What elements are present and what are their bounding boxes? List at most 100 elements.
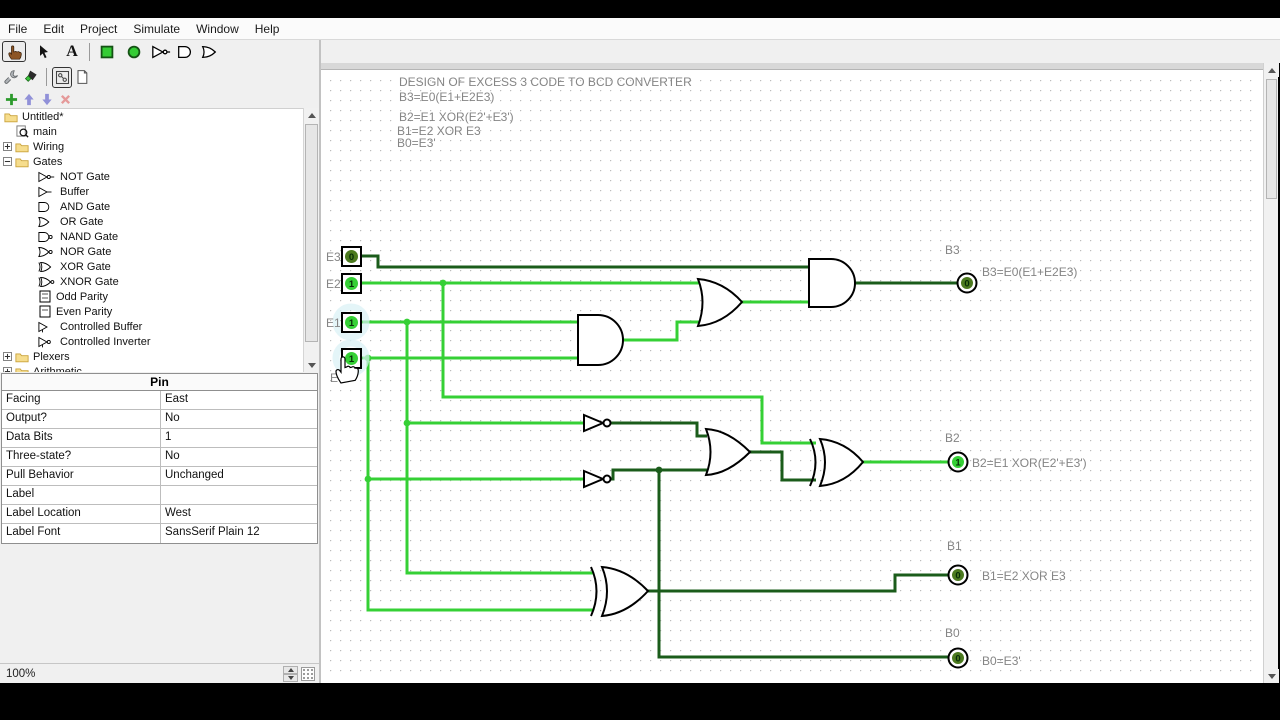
tree-item-arithmetic[interactable]: Arithmetic	[0, 364, 303, 372]
output-pin-b0[interactable]: 0	[947, 647, 969, 669]
input-pin-icon	[100, 45, 114, 58]
attr-value-data-bits[interactable]: 1	[165, 431, 172, 443]
magnifier-icon	[16, 125, 29, 138]
output-equation-b0: B0=E3'	[982, 654, 1021, 668]
menu-help[interactable]: Help	[254, 21, 280, 36]
expand-plus-icon[interactable]	[3, 367, 12, 372]
tree-item-or-gate[interactable]: OR Gate	[0, 214, 303, 229]
move-circuit-down-button[interactable]	[38, 89, 56, 110]
output-pin-b2[interactable]: 1	[947, 451, 969, 473]
canvas-horizontal-scrollbar[interactable]	[321, 63, 1263, 70]
tree-item-not-gate[interactable]: NOT Gate	[0, 169, 303, 184]
simulation-tree-button[interactable]	[72, 67, 92, 88]
tree-item-gates[interactable]: Gates	[0, 154, 303, 169]
zoom-increase-button[interactable]	[283, 665, 298, 674]
attr-value-label-font[interactable]: SansSerif Plain 12	[165, 526, 260, 538]
input-pin-e1[interactable]: 1	[341, 312, 362, 333]
svg-text:1: 1	[955, 458, 961, 469]
remove-circuit-button[interactable]	[56, 89, 74, 110]
menu-project[interactable]: Project	[80, 21, 118, 36]
circuit-canvas[interactable]: DESIGN OF EXCESS 3 CODE TO BCD CONVERTER…	[321, 63, 1263, 683]
scroll-up-button[interactable]	[1264, 63, 1279, 77]
expand-plus-icon[interactable]	[3, 142, 12, 151]
attr-value-label[interactable]	[161, 486, 317, 504]
tree-item-controlled-inverter[interactable]: Controlled Inverter	[0, 334, 303, 349]
tree-item-nand-gate[interactable]: NAND Gate	[0, 229, 303, 244]
input-pin-e2[interactable]: 1	[341, 273, 362, 294]
output-pin-tool-button[interactable]	[122, 41, 146, 62]
project-toolbar	[0, 66, 319, 88]
collapse-minus-icon[interactable]	[3, 157, 12, 166]
toolbox-view-button[interactable]	[52, 66, 72, 88]
or-gate-tool-button[interactable]	[197, 41, 221, 62]
attr-value-output[interactable]: No	[165, 412, 180, 424]
canvas-vertical-scrollbar[interactable]	[1263, 63, 1279, 683]
expand-plus-icon[interactable]	[3, 352, 12, 361]
output-pins: 0 1 0 0	[947, 272, 978, 669]
panel-divider[interactable]	[319, 40, 321, 683]
not-gate-1[interactable]	[583, 413, 606, 433]
tree-item-and-gate[interactable]: AND Gate	[0, 199, 303, 214]
and-gate-b3[interactable]	[808, 258, 856, 308]
output-pin-b3[interactable]: 0	[956, 272, 978, 294]
xor-gate-icon	[38, 261, 52, 272]
svg-text:0: 0	[964, 279, 969, 290]
and-gate-tool-button[interactable]	[173, 41, 197, 62]
scroll-down-button[interactable]	[1264, 669, 1279, 683]
edit-tool-button[interactable]	[32, 41, 56, 62]
attr-value-label-location[interactable]: West	[165, 507, 191, 519]
tree-item-untitled[interactable]: Untitled*	[0, 109, 303, 124]
tree-item-wiring[interactable]: Wiring	[0, 139, 303, 154]
input-pin-tool-button[interactable]	[95, 41, 119, 62]
select-arrow-icon	[40, 44, 48, 58]
xor-gate-b2[interactable]	[818, 437, 865, 488]
add-circuit-button[interactable]	[2, 89, 20, 110]
not-gate-tool-button[interactable]	[149, 41, 173, 62]
folder-icon	[15, 353, 29, 362]
not-gate-2[interactable]	[583, 469, 606, 489]
svg-text:1: 1	[349, 354, 355, 365]
or-gate-2[interactable]	[704, 427, 752, 477]
tree-item-xnor-gate[interactable]: XNOR Gate	[0, 274, 303, 289]
tree-item-nor-gate[interactable]: NOR Gate	[0, 244, 303, 259]
attr-value-facing[interactable]: East	[165, 393, 189, 405]
move-circuit-up-button[interactable]	[20, 89, 38, 110]
wire-junctions	[364, 279, 663, 483]
zoom-decrease-button[interactable]	[283, 673, 298, 682]
equation-line-b3: B3=E0(E1+E2E3)	[399, 90, 494, 104]
tree-item-controlled-buffer[interactable]: Controlled Buffer	[0, 319, 303, 334]
attr-row-facing: Facing East	[2, 391, 317, 410]
scrollbar-thumb[interactable]	[1266, 79, 1277, 199]
menu-file[interactable]: File	[8, 21, 28, 36]
menu-simulate[interactable]: Simulate	[133, 21, 181, 36]
output-label-b2: B2	[945, 431, 960, 445]
scrollbar-thumb[interactable]	[305, 124, 318, 342]
tree-item-xor-gate[interactable]: XOR Gate	[0, 259, 303, 274]
output-pin-b1[interactable]: 0	[947, 564, 969, 586]
tree-scrollbar[interactable]	[303, 108, 320, 372]
tree-item-buffer[interactable]: Buffer	[0, 184, 303, 199]
tree-item-even-parity[interactable]: Even Parity	[0, 304, 303, 319]
or-gate-1[interactable]	[696, 277, 744, 328]
tree-item-odd-parity[interactable]: Odd Parity	[0, 289, 303, 304]
attr-value-three-state[interactable]: No	[165, 450, 180, 462]
xor-gate-b1[interactable]	[600, 565, 650, 618]
attr-value-pull-behavior[interactable]: Unchanged	[165, 469, 224, 481]
text-tool-button[interactable]: A	[60, 41, 84, 62]
scroll-up-button[interactable]	[304, 108, 320, 122]
equation-line-b1: B1=E2 XOR E3	[397, 124, 481, 138]
poke-tool-button[interactable]	[2, 41, 26, 62]
toolbar-separator	[89, 42, 90, 61]
zoom-spinner[interactable]	[283, 665, 298, 682]
wrench-button[interactable]	[1, 67, 21, 88]
appearance-edit-button[interactable]	[21, 67, 41, 88]
scroll-down-button[interactable]	[304, 358, 320, 372]
tree-item-main[interactable]: main	[0, 124, 303, 139]
and-gate-1[interactable]	[577, 314, 624, 366]
menu-window[interactable]: Window	[196, 21, 239, 36]
input-pin-e3[interactable]: 0	[341, 246, 362, 267]
menu-edit[interactable]: Edit	[43, 21, 65, 36]
tree-item-plexers[interactable]: Plexers	[0, 349, 303, 364]
grid-toggle-button[interactable]	[301, 666, 315, 681]
explorer-panel: Untitled* main Wiring Gates	[0, 63, 320, 683]
